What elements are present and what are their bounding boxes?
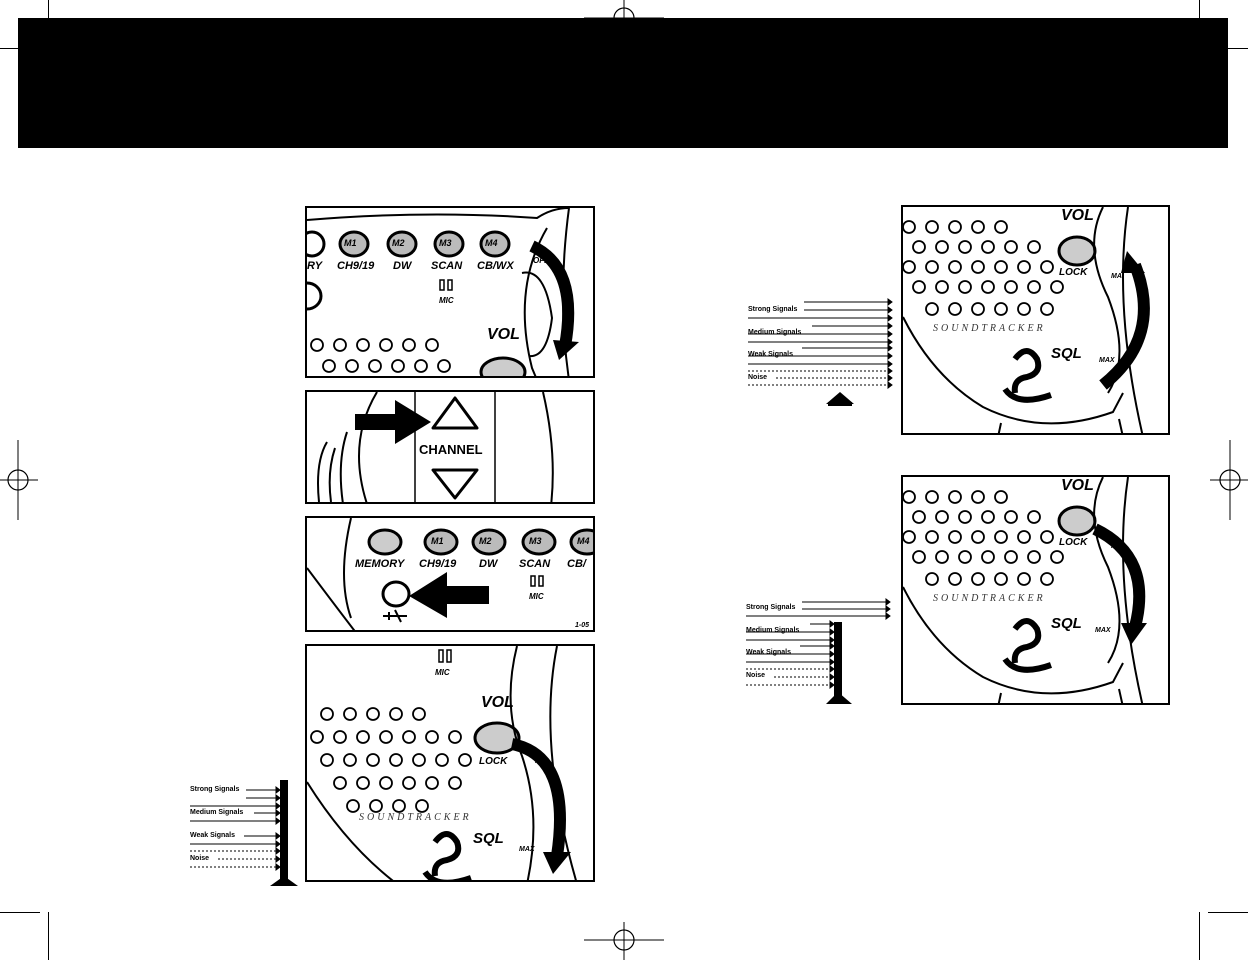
- signal-rb-strong: Strong Signals: [746, 604, 796, 611]
- crop-mark: [0, 48, 40, 49]
- squelch-rb-vol-label: VOL: [1061, 477, 1094, 494]
- squelch-left-sql-label: SQL: [473, 830, 504, 847]
- squelch-rb-lock-label: LOCK: [1059, 537, 1088, 548]
- button-label-m3: M3: [439, 238, 452, 248]
- squelch-rt-max-top: MA: [1111, 273, 1122, 280]
- signal-rb-noise: Noise: [746, 672, 766, 679]
- memory-m2-label: M2: [479, 536, 492, 546]
- button-label-m1: M1: [344, 238, 357, 248]
- signal-scale-right-bottom-drawing: [746, 598, 891, 704]
- label-ry: RY: [307, 260, 323, 272]
- signal-rb-medium: Medium Signals: [746, 627, 800, 634]
- label-ch9-19: CH9/19: [337, 260, 375, 272]
- memory-m3-label: M3: [529, 536, 542, 546]
- squelch-rt-sql-label: SQL: [1051, 345, 1082, 362]
- registration-mark-right: [1210, 440, 1248, 520]
- crop-mark: [1208, 48, 1248, 49]
- signal-rb-weak: Weak Signals: [746, 649, 792, 656]
- crop-mark: [0, 912, 40, 913]
- squelch-left-drawing: [307, 646, 577, 880]
- squelch-left-lock-label: LOCK: [479, 756, 508, 767]
- crop-mark: [1199, 0, 1200, 48]
- signal-scale-right-bottom: Strong Signals Medium Signals Weak Signa…: [746, 596, 896, 708]
- button-label-m4: M4: [485, 238, 498, 248]
- squelch-illustration-right-bottom: VOL LOCK MA SOUNDTRACKER SQL MAX: [901, 475, 1170, 705]
- memory-scan-label: SCAN: [519, 558, 551, 570]
- crop-mark: [48, 0, 49, 48]
- signal-scale-left-drawing: [190, 780, 298, 886]
- signal-rt-weak: Weak Signals: [748, 351, 794, 358]
- memory-dw-label: DW: [479, 558, 498, 570]
- vol-label: VOL: [487, 326, 520, 343]
- memory-mic-label: MIC: [529, 592, 544, 601]
- squelch-left-brand: SOUNDTRACKER: [359, 812, 472, 823]
- squelch-rb-sql-label: SQL: [1051, 615, 1082, 632]
- mic-label: MIC: [439, 296, 454, 305]
- memory-label: MEMORY: [355, 558, 405, 570]
- signal-rt-noise: Noise: [748, 374, 768, 381]
- squelch-rb-max-label: MAX: [1095, 627, 1111, 634]
- squelch-right-bottom-drawing: [903, 477, 1147, 703]
- signal-left-strong: Strong Signals: [190, 786, 240, 793]
- signal-rt-medium: Medium Signals: [748, 329, 802, 336]
- crop-mark: [1199, 912, 1200, 960]
- radio-top-illustration: M1 M2 M3 M4 RY CH9/19 DW SCAN CB/WX MIC …: [305, 206, 595, 378]
- squelch-rt-lock-label: LOCK: [1059, 267, 1088, 278]
- crop-mark: [48, 912, 49, 960]
- dial-off-label: OFF: [533, 256, 549, 265]
- signal-scale-right-top-drawing: [748, 298, 893, 406]
- squelch-left-vol-label: VOL: [481, 694, 514, 711]
- label-cb-wx: CB/WX: [477, 260, 514, 272]
- channel-drawing: [317, 392, 554, 502]
- squelch-rt-max-label: MAX: [1099, 357, 1115, 364]
- channel-illustration: CHANNEL: [305, 390, 595, 504]
- memory-illustration: M1 M2 M3 M4 MEMORY CH9/19 DW SCAN CB/ MI…: [305, 516, 595, 632]
- squelch-left-max-label: MAX: [519, 846, 535, 853]
- memory-cb-label: CB/: [567, 558, 586, 570]
- squelch-illustration-right-top: VOL LOCK MA SOUNDTRACKER SQL MAX: [901, 205, 1170, 435]
- signal-scale-right-top: Strong Signals Medium Signals Weak Signa…: [748, 296, 898, 408]
- squelch-right-top-drawing: [903, 207, 1150, 433]
- radio-top-drawing: [307, 208, 579, 376]
- squelch-rb-max-top: MA: [1111, 543, 1122, 550]
- memory-m4-label: M4: [577, 536, 590, 546]
- squelch-rt-vol-label: VOL: [1061, 207, 1094, 224]
- signal-left-noise: Noise: [190, 855, 210, 862]
- header-band: [18, 18, 1228, 148]
- registration-mark-bottom: [584, 922, 664, 960]
- button-label-m2: M2: [392, 238, 405, 248]
- signal-scale-left: Strong Signals Medium Signals Weak Signa…: [190, 780, 298, 888]
- label-dw: DW: [393, 260, 412, 272]
- memory-m1-label: M1: [431, 536, 444, 546]
- registration-mark-top: [584, 0, 664, 38]
- signal-left-weak: Weak Signals: [190, 832, 236, 839]
- squelch-left-mic-label: MIC: [435, 668, 450, 677]
- crop-mark: [1208, 912, 1248, 913]
- memory-ch9-19-label: CH9/19: [419, 558, 457, 570]
- label-scan: SCAN: [431, 260, 463, 272]
- signal-rt-strong: Strong Signals: [748, 306, 798, 313]
- signal-left-medium: Medium Signals: [190, 809, 244, 816]
- registration-mark-left: [0, 440, 38, 520]
- squelch-rt-brand: SOUNDTRACKER: [933, 323, 1046, 334]
- squelch-left-max-top: MA: [535, 758, 546, 765]
- memory-drawing: [307, 518, 593, 630]
- squelch-illustration-left: MIC VOL LOCK MA SOUNDTRACKER SQL MAX: [305, 644, 595, 882]
- channel-label: CHANNEL: [419, 442, 483, 457]
- memory-corner-text: 1-05: [575, 622, 590, 629]
- squelch-rb-brand: SOUNDTRACKER: [933, 593, 1046, 604]
